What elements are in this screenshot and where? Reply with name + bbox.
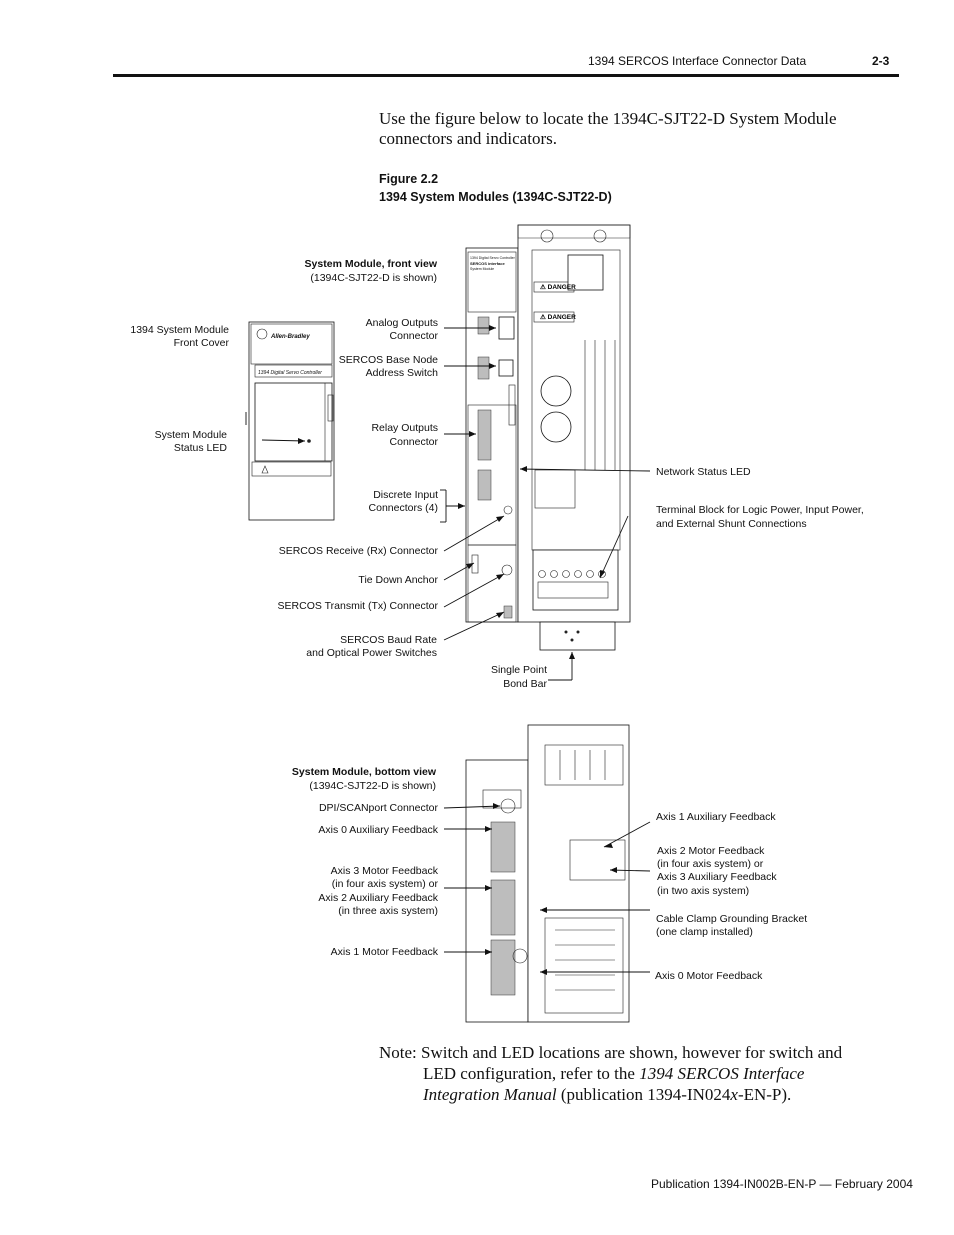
label-cable-clamp-2: (one clamp installed) [656, 926, 753, 938]
sercos-panel-line-1: 1394 Digital Servo Controller [470, 256, 515, 260]
label-sercos-tx: SERCOS Transmit (Tx) Connector [277, 600, 438, 612]
figure-caption: 1394 System Modules (1394C-SJT22-D) [379, 190, 612, 204]
label-terminal-block-2: and External Shunt Connections [656, 518, 807, 530]
label-discrete-input-2: Connectors (4) [368, 502, 438, 514]
note-text-3b: (publication 1394-IN024 [556, 1085, 731, 1104]
brand-logo-text: Allen-Bradley [271, 334, 310, 340]
note-text-1: Note: Switch and LED locations are shown… [379, 1043, 843, 1062]
label-baud-rate-2: and Optical Power Switches [306, 647, 437, 659]
label-axis1-aux-feedback: Axis 1 Auxiliary Feedback [656, 811, 776, 823]
leader-lines [261, 327, 651, 973]
front-cover-drawing [245, 321, 335, 521]
label-front-cover-1: 1394 System Module [130, 324, 229, 336]
label-analog-outputs-2: Connector [389, 330, 438, 342]
running-title: 1394 SERCOS Interface Connector Data [588, 54, 807, 68]
label-axis2-motor-1: Axis 2 Motor Feedback [657, 845, 765, 857]
label-axis1-motor-feedback: Axis 1 Motor Feedback [330, 946, 438, 958]
page-number: 2-3 [872, 54, 890, 68]
intro-line-1: Use the figure below to locate the 1394C… [379, 109, 837, 128]
sercos-panel-line-3: System Module [470, 267, 495, 271]
danger-label-2: ⚠ DANGER [540, 313, 576, 321]
product-name-text: 1394 Digital Servo Controller [258, 370, 322, 376]
label-baud-rate-1: SERCOS Baud Rate [340, 634, 437, 646]
label-base-node-1: SERCOS Base Node [338, 354, 438, 366]
note-line-3: Integration Manual (publication 1394-IN0… [423, 1085, 791, 1105]
label-axis3-motor-3: Axis 2 Auxiliary Feedback [318, 892, 438, 904]
label-analog-outputs-1: Analog Outputs [365, 317, 438, 329]
leader-arrowheads [298, 325, 617, 975]
label-front-cover-2: Front Cover [173, 337, 229, 349]
label-relay-outputs-1: Relay Outputs [371, 422, 438, 434]
front-view-subtitle: (1394C-SJT22-D is shown) [310, 272, 437, 284]
front-view-title: System Module, front view [304, 258, 437, 270]
label-tie-down: Tie Down Anchor [358, 574, 438, 586]
danger-label-1: ⚠ DANGER [540, 283, 576, 291]
label-network-status-led: Network Status LED [656, 466, 751, 478]
header-rule [113, 74, 899, 77]
label-axis0-motor-feedback: Axis 0 Motor Feedback [655, 970, 763, 982]
note-text-2a: LED configuration, refer to the [423, 1064, 640, 1083]
note-text-3c: x [730, 1085, 738, 1104]
label-discrete-input-1: Discrete Input [373, 489, 438, 501]
figure-number: Figure 2.2 [379, 172, 439, 186]
sercos-panel-line-2: SERCOS interface [470, 261, 505, 266]
label-terminal-block-1: Terminal Block for Logic Power, Input Po… [656, 504, 864, 516]
label-axis2-motor-3: Axis 3 Auxiliary Feedback [657, 871, 777, 883]
label-dpi-scanport: DPI/SCANport Connector [318, 802, 438, 814]
label-axis3-motor-4: (in three axis system) [338, 905, 438, 917]
label-axis0-aux-feedback: Axis 0 Auxiliary Feedback [318, 824, 438, 836]
bottom-view-title: System Module, bottom view [291, 766, 436, 778]
label-base-node-2: Address Switch [365, 367, 438, 379]
label-bond-bar-1: Single Point [490, 664, 547, 676]
label-sercos-rx: SERCOS Receive (Rx) Connector [278, 545, 438, 557]
label-status-led-2: Status LED [173, 442, 227, 454]
label-bond-bar-2: Bond Bar [503, 678, 547, 690]
label-status-led-1: System Module [154, 429, 227, 441]
note-line-2: LED configuration, refer to the 1394 SER… [423, 1064, 804, 1084]
label-axis3-motor-1: Axis 3 Motor Feedback [330, 865, 438, 877]
label-axis2-motor-2: (in four axis system) or [657, 858, 764, 870]
note-line-1: Note: Switch and LED locations are shown… [379, 1043, 842, 1063]
label-relay-outputs-2: Connector [389, 436, 438, 448]
bottom-module-drawing [465, 724, 630, 1023]
label-cable-clamp-1: Cable Clamp Grounding Bracket [656, 913, 808, 925]
note-manual-title-2: Integration Manual [423, 1085, 557, 1104]
footer-publication: Publication 1394-IN002B-EN-P — February … [651, 1177, 913, 1191]
bottom-view-subtitle: (1394C-SJT22-D is shown) [309, 780, 436, 792]
label-axis3-motor-2: (in four axis system) or [331, 878, 438, 890]
intro-line-2: connectors and indicators. [379, 129, 557, 148]
label-axis2-motor-4: (in two axis system) [657, 885, 750, 897]
note-manual-title-1: 1394 SERCOS Interface [639, 1064, 805, 1083]
note-text-3d: -EN-P). [737, 1085, 792, 1104]
front-module-drawing [465, 224, 631, 651]
